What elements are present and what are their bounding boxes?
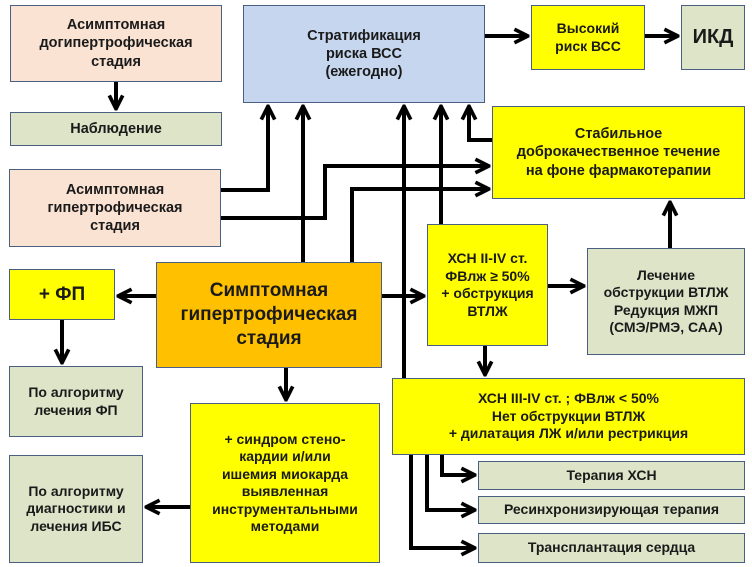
arrow-stable-to-stratification xyxy=(469,107,492,142)
node-asymptomatic-hypertrophic: Асимптомная гипертрофическая стадия xyxy=(9,169,221,247)
arrow-asymptomatic-hypertrophic-to-stratification xyxy=(221,107,268,192)
node-heart-transplant: Трансплантация сердца xyxy=(478,533,745,563)
arrow-hf-reduced-to-hf-therapy xyxy=(440,455,474,475)
node-observation: Наблюдение xyxy=(10,112,222,146)
node-hf-preserved-obstruction: ХСН II-IV ст. ФВлж ≥ 50% + обструкция ВТ… xyxy=(427,224,548,346)
node-hf-reduced-no-obstruction: ХСН III-IV ст. ; ФВлж < 50% Нет обструкц… xyxy=(392,378,745,455)
node-ihd-algorithm: По алгоритму диагностики и лечения ИБС xyxy=(9,455,143,563)
node-asymptomatic-prehypertrophic: Асимптомная догипертрофическая стадия xyxy=(10,5,222,82)
node-angina-ischemia: + синдром стено- кардии и/или ишемия мио… xyxy=(190,403,380,563)
node-hf-therapy: Терапия ХСН xyxy=(478,461,745,490)
node-icd: ИКД xyxy=(681,5,745,70)
arrow-hf-reduced-to-transplant xyxy=(409,455,474,548)
node-risk-stratification: Стратификация риска ВСС (ежегодно) xyxy=(243,5,485,103)
node-symptomatic-hypertrophic: Симптомная гипертрофическая стадия xyxy=(156,262,382,368)
node-high-risk: Высокий риск ВСС xyxy=(531,5,645,70)
node-af-algorithm: По алгоритму лечения ФП xyxy=(9,366,143,437)
node-stable-course: Стабильное доброкачественное течение на … xyxy=(492,106,745,199)
node-af: + ФП xyxy=(9,269,115,320)
node-obstruction-treatment: Лечение обструкции ВТЛЖ Редукция МЖП (СМ… xyxy=(587,248,745,355)
node-resync-therapy: Ресинхронизирующая терапия xyxy=(478,496,745,524)
arrow-asymptomatic-hypertrophic-to-stable xyxy=(221,166,488,220)
arrow-hf-reduced-to-resync xyxy=(425,455,474,510)
